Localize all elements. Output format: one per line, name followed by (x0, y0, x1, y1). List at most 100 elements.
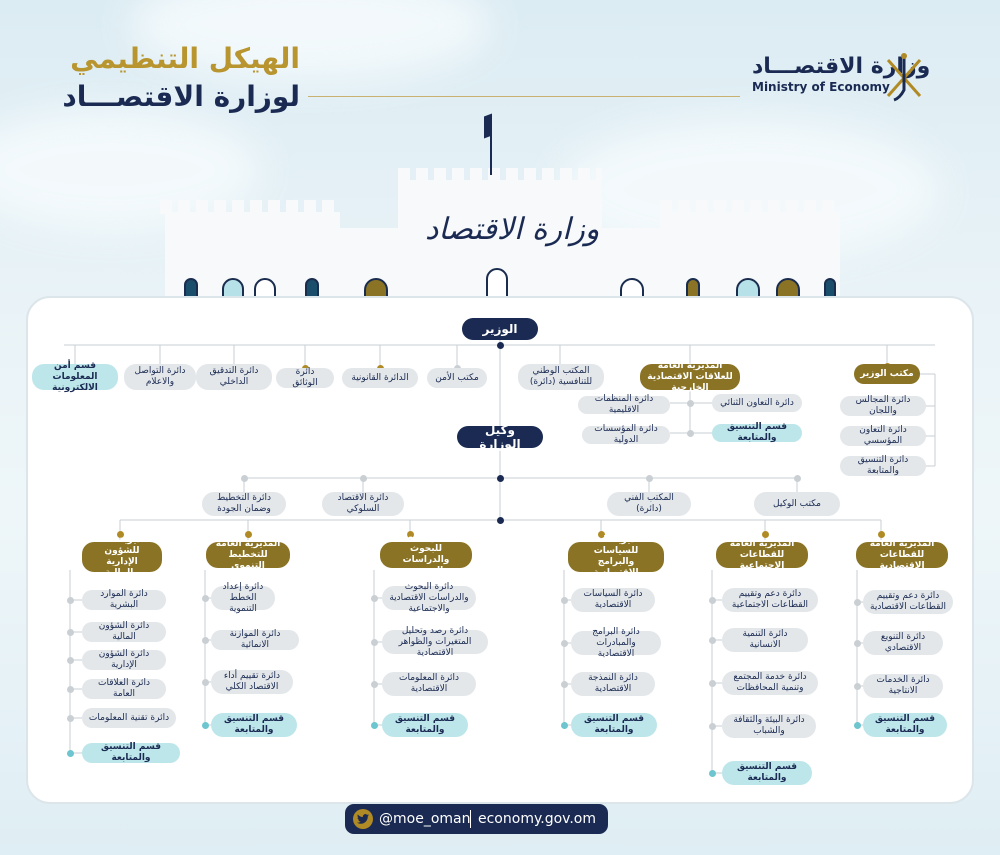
department: دائرة الشؤون الإدارية (82, 649, 166, 670)
node-dot (370, 638, 378, 646)
node-dot (560, 639, 568, 647)
coordination-section: قسم التنسيق والمتابعة (571, 713, 657, 737)
coordination-section: قسم التنسيق والمتابعة (211, 713, 297, 737)
node-dot (201, 678, 209, 686)
node-dot (708, 679, 716, 687)
node-dot (708, 636, 716, 644)
node-dot (240, 474, 248, 482)
crenellation (160, 200, 340, 214)
node-dot (560, 596, 568, 604)
minister-unit: مكتب الوزير (854, 364, 920, 384)
node-dot (597, 530, 605, 538)
website-link[interactable]: economy.gov.om (478, 811, 596, 827)
undersecretary-unit: دائرة الاقتصاد السلوكي (322, 492, 404, 516)
node-dot (201, 636, 209, 644)
directorate-header: المديرية العامة للقطاعات الاقتصادية (856, 539, 948, 571)
node-dot (686, 429, 694, 437)
external-relations-unit: دائرة المنظمات الاقليمية (578, 394, 670, 415)
social-handle[interactable]: @moe_oman (379, 811, 471, 827)
minister-unit: دائرة التواصل والاعلام (124, 364, 196, 390)
node-dot (708, 769, 716, 777)
node-dot (853, 639, 861, 647)
department: دائرة رصد وتحليل المتغيرات والظواهر الاق… (382, 626, 488, 658)
department: دائرة الموازنة الانمائية (211, 629, 299, 650)
department: دائرة تقنية المعلومات (82, 708, 176, 728)
footer-divider (470, 810, 471, 828)
page-title-line1: الهيكل التنظيمي (70, 42, 300, 75)
department: دائرة الشؤون المالية (82, 621, 166, 642)
department: دائرة التنويع الاقتصادي (863, 631, 943, 655)
department: دائرة البيئة والثقافة والشباب (722, 714, 816, 738)
department: دائرة الخدمات الانتاجية (863, 674, 943, 698)
directorate-header: المديرية العامة للتخطيط التنموي (206, 539, 290, 571)
minister-office-unit: دائرة التعاون المؤسسي (840, 425, 926, 446)
department: دائرة السياسات الاقتصادية (571, 588, 655, 612)
minister-unit: دائرة التدقيق الداخلي (196, 364, 272, 390)
department: دائرة خدمة المجتمع وتنمية المحافظات (722, 671, 818, 695)
header-divider (308, 96, 740, 97)
minister-office-unit: دائرة المجالس واللجان (840, 395, 926, 416)
department: دائرة إعداد الخطط التنموية (211, 582, 275, 614)
node-dot (406, 530, 414, 538)
twitter-icon (353, 809, 373, 829)
minister-unit: المديرية العامة للعلاقات الاقتصادية الخا… (640, 361, 740, 393)
department: دائرة البحوث والدراسات الاقتصادية والاجت… (382, 582, 476, 614)
node-dot (708, 596, 716, 604)
node-dot (66, 749, 74, 757)
external-relations-unit: قسم التنسيق والمتابعة (712, 422, 802, 443)
node-dot (359, 474, 367, 482)
node-dot (66, 685, 74, 693)
department: دائرة التنمية الانسانية (722, 628, 808, 652)
node-dot (66, 596, 74, 604)
footer-bar: @moe_oman economy.gov.om (345, 804, 608, 834)
department: دائرة الموارد البشرية (82, 589, 166, 610)
page-title-line2: لوزارة الاقتصـــاد (62, 80, 300, 113)
minister-unit: مكتب الأمن (427, 368, 487, 388)
node-dot (708, 722, 716, 730)
external-relations-unit: دائرة المؤسسات الدولية (582, 424, 670, 445)
department: دائرة النمذجة الاقتصادية (571, 672, 655, 696)
node-dot (370, 594, 378, 602)
minister-office-unit: دائرة التنسيق والمتابعة (840, 455, 926, 476)
department: دائرة دعم وتقييم القطاعات الاقتصادية (863, 590, 953, 614)
node-dot (496, 474, 504, 482)
minister-unit: قسم أمن المعلومات الالكترونية (32, 361, 118, 393)
oman-emblem-icon (886, 53, 922, 102)
undersecretary-unit: دائرة التخطيط وضمان الجودة (202, 492, 286, 516)
node-dot (793, 474, 801, 482)
node-dot (560, 721, 568, 729)
logo-text-english: Ministry of Economy (752, 80, 890, 94)
coordination-section: قسم التنسيق والمتابعة (863, 713, 947, 737)
department: دائرة تقييم أداء الاقتصاد الكلي (211, 670, 293, 694)
directorate-header: المديرية العامة للسياسات والبرامج الاقتص… (568, 535, 664, 578)
department: دائرة دعم وتقييم القطاعات الاجتماعية (722, 588, 818, 612)
directorate-header: المديرية العامة للبحوث والدراسات التنموي… (380, 533, 472, 576)
minister-unit: دائرة الوثائق (276, 367, 334, 388)
coordination-section: قسم التنسيق والمتابعة (382, 713, 468, 737)
node-dot (201, 594, 209, 602)
coordination-section: قسم التنسيق والمتابعة (722, 761, 812, 785)
node-dot (686, 399, 694, 407)
undersecretary-unit: المكتب الفني (دائرة) (607, 492, 691, 516)
node-dot (853, 721, 861, 729)
node-dot (877, 530, 885, 538)
crenellation (398, 168, 602, 182)
undersecretary-unit: مكتب الوكيل (754, 492, 840, 516)
node-dot (560, 680, 568, 688)
node-dot (761, 530, 769, 538)
undersecretary-node: وكيل الوزارة (457, 423, 543, 451)
node-dot (496, 341, 504, 349)
node-dot (66, 628, 74, 636)
department: دائرة البرامج والمبادرات الاقتصادية (571, 627, 661, 659)
directorate-header: المديرية العامة للشؤون الإدارية والمالية (82, 535, 162, 578)
node-dot (370, 721, 378, 729)
node-dot (201, 721, 209, 729)
crenellation (660, 200, 840, 214)
node-dot (496, 516, 504, 524)
node-dot (370, 680, 378, 688)
node-dot (645, 474, 653, 482)
node-dot (244, 530, 252, 538)
coordination-section: قسم التنسيق والمتابعة (82, 742, 180, 763)
node-dot (66, 714, 74, 722)
minister-unit: الدائرة القانونية (342, 368, 418, 388)
